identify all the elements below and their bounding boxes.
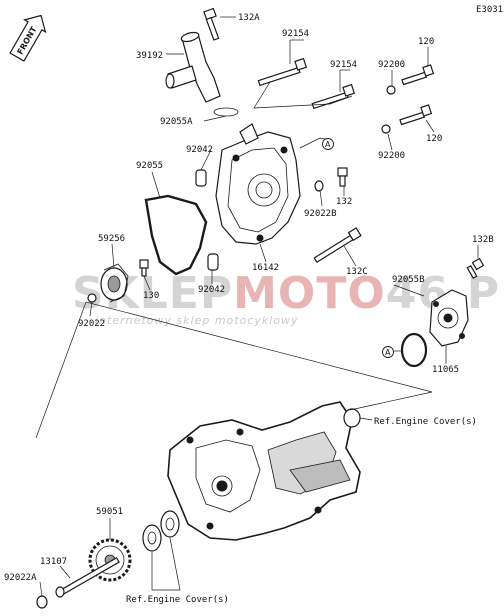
callout-92055b: 92055B xyxy=(392,275,425,285)
bearing-seal-icon xyxy=(142,510,180,552)
watermark-tagline: internetowy sklep motocyklowy xyxy=(95,314,299,327)
callout-ref-engine-cover-1: Ref.Engine Cover(s) xyxy=(374,417,477,427)
bolt-120b-icon xyxy=(399,104,433,126)
callout-92055: 92055 xyxy=(136,161,163,171)
bolt-132-icon xyxy=(337,167,348,187)
callout-92055a: 92055A xyxy=(160,117,193,127)
callout-92200-b: 92200 xyxy=(378,151,405,161)
svg-text:SKLEPMOTO46.PL: SKLEPMOTO46.PL xyxy=(72,268,504,319)
svg-text:A: A xyxy=(325,140,331,149)
gasket-92055-icon xyxy=(144,194,208,276)
seal-ref-icon xyxy=(343,408,361,428)
bolt-132c-icon xyxy=(313,227,362,264)
reference-mark-a1: A xyxy=(322,138,334,150)
callout-92154-b: 92154 xyxy=(330,60,357,70)
callout-120-b: 120 xyxy=(426,134,442,144)
callout-92154-a: 92154 xyxy=(282,29,309,39)
pump-cover-16142-icon xyxy=(215,123,301,245)
oring-92055a-icon xyxy=(213,107,239,117)
oring-92055b-icon xyxy=(400,332,428,368)
callout-92200-a: 92200 xyxy=(378,60,405,70)
callout-120-a: 120 xyxy=(418,37,434,47)
callout-39192: 39192 xyxy=(136,51,163,61)
callout-132b: 132B xyxy=(472,235,494,245)
washer-92022b-icon xyxy=(314,180,324,192)
shaft-13107-icon xyxy=(55,556,120,598)
impeller-59256-icon xyxy=(100,263,129,303)
callout-11065: 11065 xyxy=(432,365,459,375)
callout-ref-engine-cover-2: Ref.Engine Cover(s) xyxy=(126,595,229,605)
watermark: SKLEPMOTO46.PL internetowy sklep motocyk… xyxy=(72,268,504,327)
callout-92042-b: 92042 xyxy=(198,285,225,295)
callout-92022: 92022 xyxy=(78,319,105,329)
cap-11065-icon xyxy=(429,289,469,347)
callout-92042-a: 92042 xyxy=(186,145,213,155)
washer-92022-icon xyxy=(87,293,97,303)
pipe-39192-icon xyxy=(165,31,221,103)
washer-92200b-icon xyxy=(381,124,391,134)
svg-text:A: A xyxy=(385,348,391,357)
callout-130: 130 xyxy=(143,291,159,301)
diagram-code: E3031 xyxy=(476,5,503,15)
callout-92022b: 92022B xyxy=(304,209,337,219)
callout-13107: 13107 xyxy=(40,557,67,567)
callout-132: 132 xyxy=(336,197,352,207)
callout-16142: 16142 xyxy=(252,263,279,273)
watermark-brand-b: MOTO xyxy=(233,268,386,319)
washer-92022a-icon xyxy=(36,595,48,609)
bolt-132b-icon xyxy=(466,257,485,280)
callout-132a: 132A xyxy=(238,13,260,23)
callout-132c: 132C xyxy=(346,267,368,277)
engine-case-icon xyxy=(167,401,361,541)
watermark-brand-a: SKLEP xyxy=(72,268,233,319)
washer-92200a-icon xyxy=(386,85,396,95)
leader-lines xyxy=(35,16,479,597)
callout-92022a: 92022A xyxy=(4,573,37,583)
front-arrow-icon: FRONT xyxy=(9,14,47,62)
bolt-92154a-icon xyxy=(257,57,308,87)
callout-59256: 59256 xyxy=(98,234,125,244)
bolt-132a-icon xyxy=(203,7,220,41)
dowel-92042b-icon xyxy=(207,253,219,271)
reference-mark-a2: A xyxy=(382,346,394,358)
dowel-92042a-icon xyxy=(195,169,207,187)
callout-59051: 59051 xyxy=(96,507,123,517)
bolt-120a-icon xyxy=(401,64,435,86)
